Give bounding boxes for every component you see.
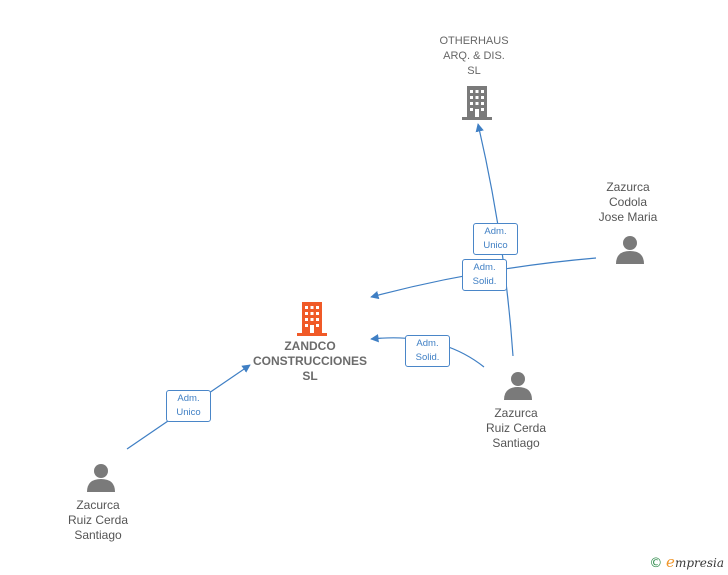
edge-label-line: Unico <box>483 240 508 251</box>
node-label-line: SL <box>467 65 481 77</box>
node-label-zandco[interactable]: ZANDCO CONSTRUCCIONES SL <box>235 339 385 384</box>
node-label-zacurca-ruiz: Zacurca Ruiz Cerda Santiago <box>48 498 148 543</box>
edge-label-line: Adm. <box>416 338 439 349</box>
node-label-line: CONSTRUCCIONES <box>252 354 367 368</box>
brand-logo[interactable]: empresia <box>666 553 724 571</box>
edge-label-line: Solid. <box>472 276 497 287</box>
person-icon[interactable] <box>503 370 533 400</box>
brand-initial: e <box>666 553 675 571</box>
brand-rest: mpresia <box>674 556 724 570</box>
edge-label-line: Solid. <box>415 352 440 363</box>
node-label-line: Zazurca <box>606 180 650 194</box>
brand-footer: © empresia <box>649 553 724 571</box>
node-label-line: Codola <box>608 195 648 209</box>
edge-label-adm-solid: Adm. Solid. <box>405 335 450 367</box>
person-icon[interactable] <box>615 234 645 264</box>
building-icon[interactable] <box>296 300 328 336</box>
edge-label-line: Adm. <box>177 393 200 404</box>
node-label-line: Ruiz Cerda <box>485 421 547 435</box>
node-label-line: Jose Maria <box>598 210 658 224</box>
node-label-line: ZANDCO <box>284 339 336 353</box>
node-label-line: Santiago <box>74 528 122 542</box>
node-label-line: ARQ. & DIS. <box>443 50 505 62</box>
edge-label-adm-solid: Adm. Solid. <box>462 259 507 291</box>
node-label-codola: Zazurca Codola Jose Maria <box>578 180 678 225</box>
edge-label-adm-unico: Adm. Unico <box>166 390 211 422</box>
person-icon[interactable] <box>86 462 116 492</box>
building-icon[interactable] <box>461 84 493 120</box>
node-label-line: Ruiz Cerda <box>67 513 129 527</box>
node-label-line: Zazurca <box>494 406 538 420</box>
edge-label-adm-unico: Adm. Unico <box>473 223 518 255</box>
edge-label-line: Unico <box>176 407 201 418</box>
node-label-line: Santiago <box>492 436 540 450</box>
edge-label-line: Adm. <box>473 262 496 273</box>
node-label-zazurca-ruiz: Zazurca Ruiz Cerda Santiago <box>466 406 566 451</box>
node-label-line: SL <box>302 369 318 383</box>
edge-label-line: Adm. <box>484 226 507 237</box>
node-label-line: OTHERHAUS <box>439 35 509 47</box>
node-label-line: Zacurca <box>76 498 120 512</box>
node-label-otherhaus: OTHERHAUS ARQ. & DIS. SL <box>424 34 524 79</box>
copyright-icon: © <box>649 556 663 571</box>
